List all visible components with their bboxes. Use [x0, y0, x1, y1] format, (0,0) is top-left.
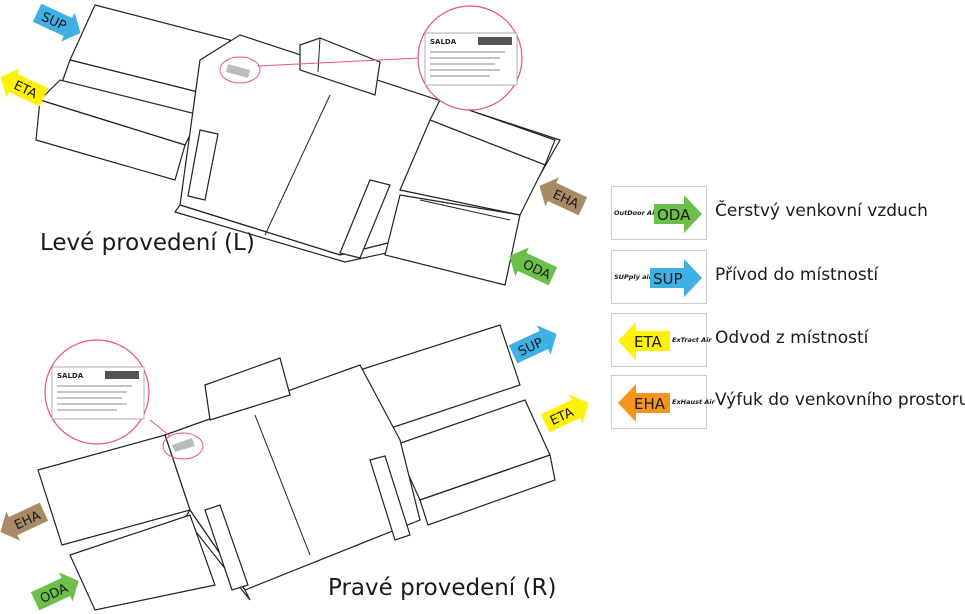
legend-small-eha: ExHaust Air: [672, 398, 715, 406]
right-version-unit: [37, 324, 556, 611]
legend-row-oda: OutDoor Air ODA Čerstvý venkovní vzduch: [611, 186, 965, 240]
caption-right-version: Pravé provedení (R): [328, 575, 557, 601]
eta-legend-arrow-icon: ETA: [618, 322, 670, 360]
eta-arrow-bottom: ETA: [540, 394, 589, 433]
oda-legend-arrow-icon: ODA: [654, 195, 702, 233]
legend-box-eta: ETA ExTract Air: [611, 313, 712, 367]
svg-text:ETA: ETA: [634, 333, 662, 351]
salda-brand-bottom: SALDA: [57, 372, 84, 380]
legend-text-oda: Čerstvý venkovní vzduch: [715, 201, 928, 221]
legend-text-eha: Výfuk do venkovního prostoru: [715, 390, 965, 410]
eha-arrow-top: EHA: [539, 177, 588, 216]
caption-left-version: Levé provedení (L): [40, 230, 255, 256]
legend-row-sup: SUPply air SUP Přívod do místností: [611, 250, 965, 304]
salda-brand-top: SALDA: [430, 38, 457, 46]
eha-arrow-bottom: EHA: [0, 502, 49, 541]
sup-legend-arrow-icon: SUP: [650, 259, 702, 297]
legend-small-eta: ExTract Air: [672, 336, 712, 344]
sup-arrow-bottom: SUP: [508, 325, 557, 364]
legend-box-sup: SUPply air SUP: [611, 250, 707, 304]
sup-arrow-shape-top: [32, 3, 81, 42]
svg-text:ODA: ODA: [657, 206, 691, 224]
legend-row-eta: ETA ExTract Air Odvod z místností: [611, 313, 965, 367]
left-version-unit: [35, 4, 561, 286]
legend-small-sup: SUPply air: [614, 273, 652, 281]
oda-arrow-bottom: ODA: [30, 572, 79, 611]
legend-text-eta: Odvod z místností: [715, 328, 869, 348]
svg-text:EHA: EHA: [634, 395, 666, 413]
legend-small-oda: OutDoor Air: [614, 209, 658, 217]
svg-text:SUP: SUP: [653, 270, 683, 288]
legend-box-eha: EHA ExHaust Air: [611, 375, 715, 429]
label-plate-magnifier-top: SALDA: [417, 5, 523, 111]
legend-text-sup: Přívod do místností: [715, 265, 879, 285]
legend-row-eha: EHA ExHaust Air Výfuk do venkovního pros…: [611, 375, 965, 429]
legend-box-oda: OutDoor Air ODA: [611, 186, 707, 240]
eta-arrow-top: ETA: [0, 68, 49, 107]
label-plate-magnifier-bottom: SALDA: [44, 339, 150, 445]
eha-legend-arrow-icon: EHA: [618, 384, 670, 422]
